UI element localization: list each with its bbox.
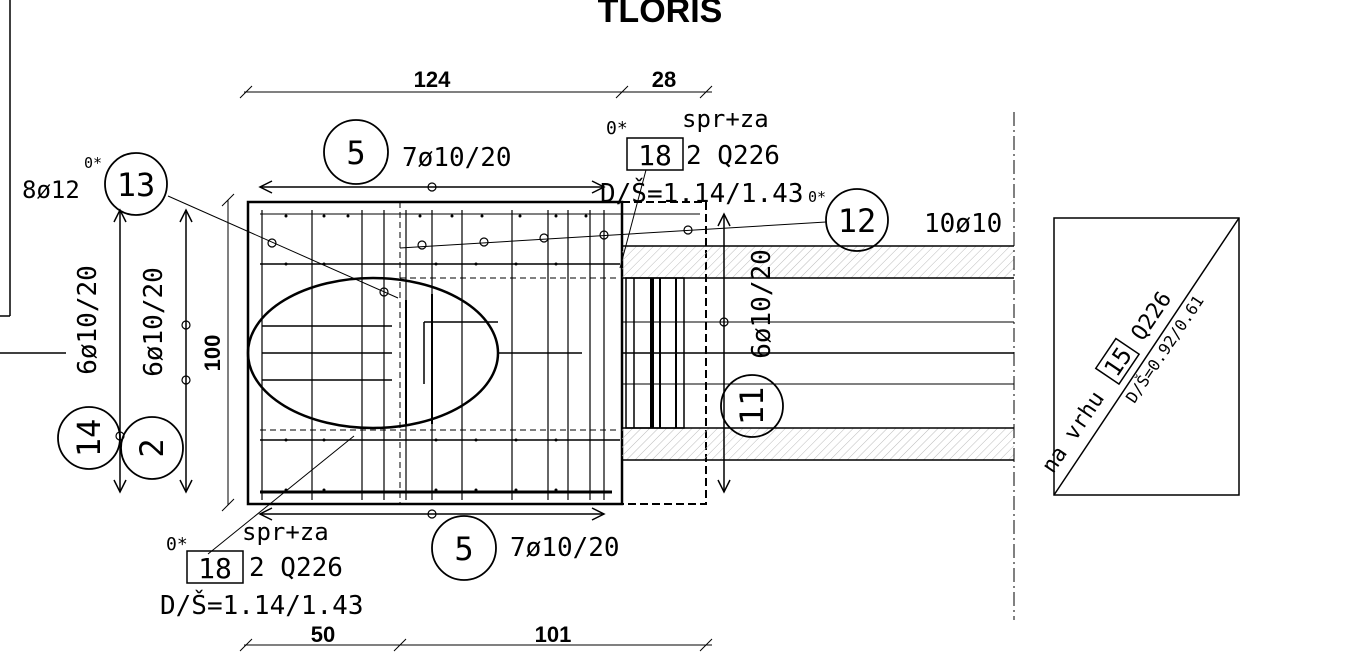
bottom-dimension-line — [239, 638, 713, 652]
mark-18-bottom: 18 — [186, 550, 244, 585]
arrow-bars-top — [258, 180, 606, 194]
label-zero-13: 0* — [84, 154, 102, 172]
ellipse-opening — [246, 276, 582, 430]
label-6010-c: 6ø10/20 — [747, 249, 777, 359]
vertical-rebars — [261, 210, 605, 500]
bottom-rebar-rows — [260, 429, 620, 494]
mark-13-label: 13 — [117, 166, 156, 204]
drawing-title: TLORIS — [598, 0, 723, 30]
arrow-right-6010-c — [717, 212, 731, 494]
mark-5-top: 5 — [323, 119, 389, 185]
arrow-left-6010-a — [113, 208, 127, 494]
pier-bars — [625, 277, 685, 429]
label-7010-bottom: 7ø10/20 — [510, 533, 620, 563]
label-10010: 10ø10 — [924, 209, 1002, 239]
dim-bottom-50: 50 — [311, 622, 335, 647]
leader-12 — [399, 221, 827, 250]
rebar-dots — [284, 214, 588, 492]
top-dimension-line — [239, 85, 713, 99]
leader-18-top — [619, 169, 647, 269]
arrow-bars-bottom — [258, 507, 606, 521]
height-dimension-line — [221, 193, 235, 512]
label-spr-bottom: spr+za — [242, 518, 329, 546]
label-spr-top: spr+za — [682, 105, 769, 133]
label-7010-top: 7ø10/20 — [402, 143, 512, 173]
label-zero-top: 0* — [606, 118, 628, 139]
mark-13: 13 — [104, 152, 168, 216]
dim-bottom-101: 101 — [535, 622, 572, 647]
dim-top-28: 28 — [652, 67, 676, 92]
detail-mark-15: 15 — [1099, 342, 1138, 382]
left-frame-fragment — [0, 0, 66, 354]
top-rebar-rows — [260, 213, 700, 279]
leader-18-bottom — [207, 435, 355, 555]
mark-5-bottom: 5 — [431, 515, 497, 581]
label-q226-top: 2 Q226 — [686, 141, 780, 171]
detail-box: na vrhu 15 Q226 D/Š=0.92/0.61 — [1037, 217, 1240, 496]
mark-5-top-label: 5 — [346, 134, 365, 172]
label-q226-bottom: 2 Q226 — [249, 553, 343, 583]
dim-top-124: 124 — [414, 67, 451, 92]
mark-11: 11 — [720, 374, 784, 438]
mark-18-bottom-label: 18 — [198, 552, 232, 585]
arrow-left-6010-b — [179, 208, 193, 494]
dim-height-100: 100 — [200, 335, 225, 372]
mark-2: 2 — [120, 416, 184, 480]
label-6010-a: 6ø10/20 — [73, 265, 103, 375]
mark-18-top-label: 18 — [638, 139, 672, 172]
mark-5-bottom-label: 5 — [454, 530, 473, 568]
label-8012: 8ø12 — [22, 176, 80, 204]
mark-14-label: 14 — [70, 419, 108, 458]
mark-14: 14 — [57, 406, 121, 470]
label-6010-b: 6ø10/20 — [139, 267, 169, 377]
mark-11-label: 11 — [733, 387, 771, 426]
leader-13 — [167, 195, 399, 299]
mark-12-label: 12 — [838, 202, 877, 240]
mark-2-label: 2 — [133, 438, 171, 457]
label-ds-bottom: D/Š=1.14/1.43 — [160, 589, 364, 621]
label-zero-bottom: 0* — [166, 534, 188, 555]
mark-18-top: 18 — [626, 137, 684, 172]
label-zero-12: 0* — [808, 188, 826, 206]
label-ds-top: D/Š=1.14/1.43 — [600, 177, 804, 209]
mark-12: 12 — [825, 188, 889, 252]
right-beam — [622, 112, 1015, 620]
